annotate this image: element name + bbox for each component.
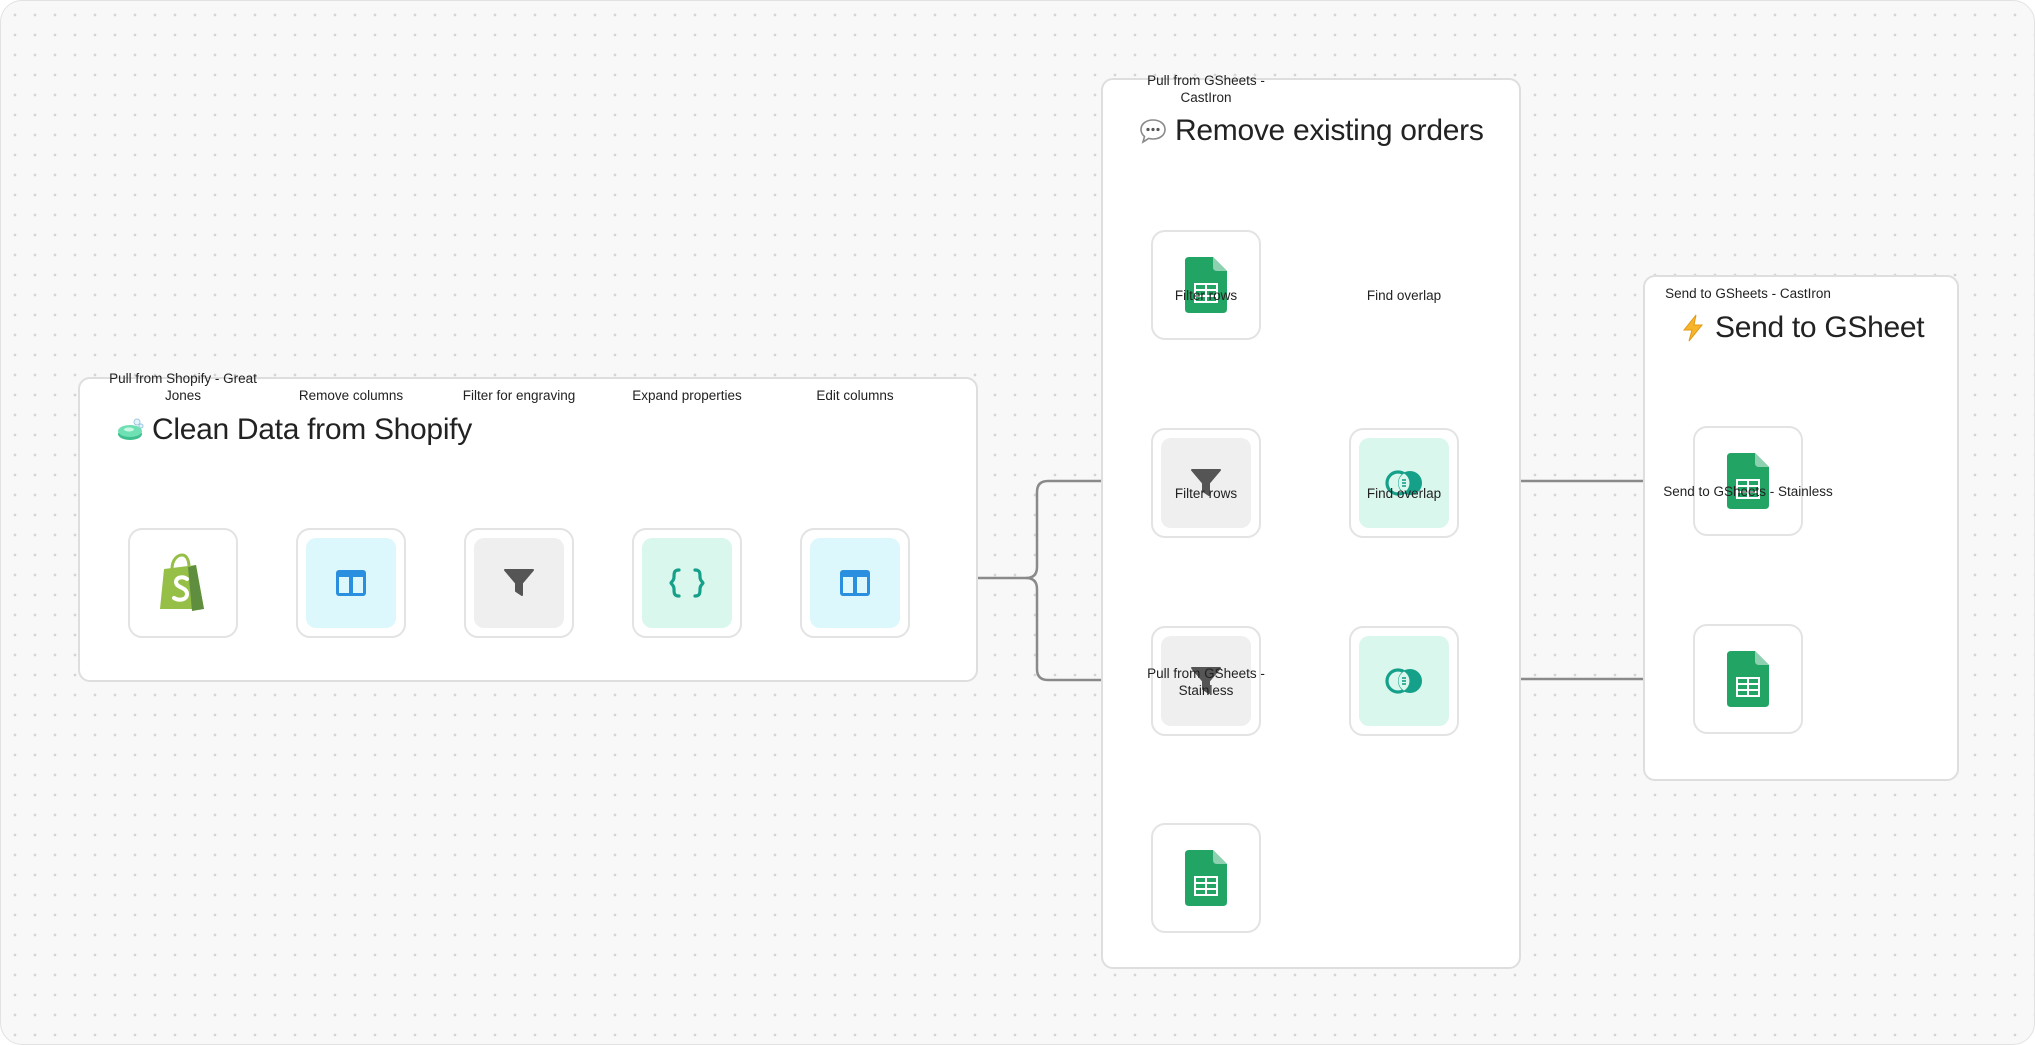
- funnel-icon: [1191, 469, 1221, 496]
- node-card[interactable]: [128, 528, 238, 638]
- table-columns-icon: [336, 570, 366, 596]
- soap-icon: [118, 418, 144, 440]
- shopify-icon: [160, 553, 204, 611]
- node-label: Edit columns: [816, 388, 894, 403]
- node-label: Pull from GSheets - Stainless: [1147, 666, 1265, 698]
- funnel-icon: [1191, 667, 1221, 694]
- funnel-icon: [504, 569, 534, 596]
- node-label: Pull from GSheets - CastIron: [1147, 73, 1265, 105]
- overlap-circles-icon: [1385, 470, 1422, 496]
- table-columns-icon: [840, 570, 870, 596]
- node-card[interactable]: [1349, 626, 1459, 736]
- google-sheets-icon: [1727, 651, 1769, 707]
- overlap-circles-icon: [1385, 668, 1422, 694]
- node-label: Filter rows: [1174, 288, 1238, 303]
- node-label: Filter for engraving: [462, 388, 576, 403]
- node-card[interactable]: [464, 528, 574, 638]
- node-card[interactable]: [1151, 626, 1261, 736]
- node-label: Filter rows: [1174, 486, 1238, 501]
- node-card[interactable]: [1151, 823, 1261, 933]
- group-title-remove-existing: Remove existing orders: [1139, 114, 1484, 148]
- node-card[interactable]: [296, 528, 406, 638]
- node-card[interactable]: [1151, 230, 1261, 340]
- google-sheets-icon: [1185, 850, 1227, 906]
- google-sheets-icon: [1185, 257, 1227, 313]
- group-title-send-to-gsheet: Send to GSheet: [1679, 311, 1925, 345]
- node-card[interactable]: [1151, 428, 1261, 538]
- node-card[interactable]: [1693, 624, 1803, 734]
- node-label: Pull from Shopify - Great Jones: [109, 371, 257, 403]
- node-label: Remove columns: [298, 388, 404, 403]
- node-label: Send to GSheets - CastIron: [1665, 286, 1831, 301]
- google-sheets-icon: [1727, 453, 1769, 509]
- node-label: Send to GSheets - Stainless: [1663, 484, 1833, 499]
- node-label: Expand properties: [632, 388, 742, 403]
- lightning-icon: [1682, 314, 1704, 342]
- speech-bubble-icon: [1140, 119, 1166, 144]
- node-card[interactable]: [1693, 426, 1803, 536]
- node-card[interactable]: [1349, 428, 1459, 538]
- node-label: Find overlap: [1366, 288, 1442, 303]
- node-label: Find overlap: [1366, 486, 1442, 501]
- curly-braces-icon: [669, 568, 705, 598]
- group-title-clean-data: Clean Data from Shopify: [116, 413, 472, 447]
- node-card[interactable]: [800, 528, 910, 638]
- node-card[interactable]: [632, 528, 742, 638]
